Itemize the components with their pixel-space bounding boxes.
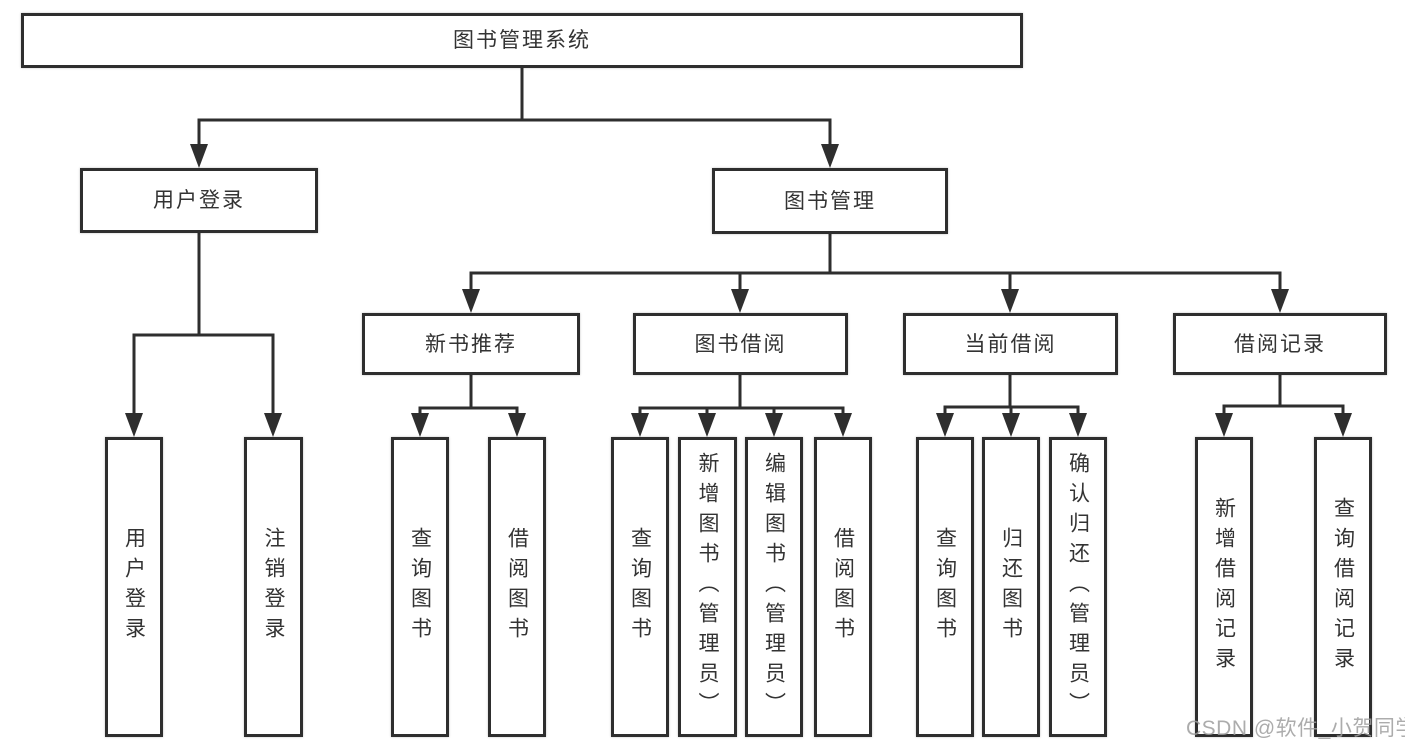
node-label: 编辑图书（管理员） — [762, 452, 786, 722]
node-leaf-borrow-books-2: 借阅图书 — [814, 437, 872, 737]
node-current-borrow: 当前借阅 — [903, 313, 1118, 375]
node-label: 用户登录 — [153, 189, 245, 212]
node-label: 借阅图书 — [505, 527, 529, 647]
node-user-login: 用户登录 — [80, 168, 318, 233]
node-leaf-return-books: 归还图书 — [982, 437, 1040, 737]
node-leaf-user-login: 用户登录 — [105, 437, 163, 737]
node-label: 新增图书（管理员） — [696, 452, 719, 722]
node-leaf-query-books-3: 查询图书 — [916, 437, 974, 737]
node-label: 查询图书 — [933, 527, 957, 647]
node-leaf-query-books-1: 查询图书 — [391, 437, 449, 737]
node-leaf-query-borrow-record: 查询借阅记录 — [1314, 437, 1372, 737]
node-leaf-add-books-admin: 新增图书（管理员） — [678, 437, 737, 737]
node-book-borrow: 图书借阅 — [633, 313, 848, 375]
node-leaf-confirm-return-admin: 确认归还（管理员） — [1049, 437, 1107, 737]
node-label: 归还图书 — [999, 527, 1023, 647]
node-book-management: 图书管理 — [712, 168, 948, 234]
node-label: 查询借阅记录 — [1331, 497, 1355, 677]
node-leaf-edit-books-admin: 编辑图书（管理员） — [745, 437, 803, 737]
node-label: 图书管理 — [784, 189, 876, 213]
node-label: 新书推荐 — [425, 332, 517, 356]
node-label: 用户登录 — [122, 527, 146, 647]
node-label: 当前借阅 — [964, 332, 1057, 356]
node-label: 图书借阅 — [694, 332, 787, 356]
node-label: 借阅记录 — [1234, 332, 1326, 356]
node-label: 确认归还（管理员） — [1066, 452, 1090, 722]
node-leaf-logout: 注销登录 — [244, 437, 303, 737]
node-leaf-borrow-books-1: 借阅图书 — [488, 437, 546, 737]
node-label: 新增借阅记录 — [1212, 497, 1236, 677]
node-label: 借阅图书 — [831, 527, 855, 647]
node-library-system: 图书管理系统 — [21, 13, 1023, 68]
node-label: 查询图书 — [628, 527, 652, 647]
watermark-text: CSDN @软件_小贺同学 — [1186, 717, 1405, 740]
node-new-book-recommend: 新书推荐 — [362, 313, 580, 375]
node-leaf-query-books-2: 查询图书 — [611, 437, 669, 737]
node-borrow-records: 借阅记录 — [1173, 313, 1387, 375]
node-leaf-add-borrow-record: 新增借阅记录 — [1195, 437, 1253, 737]
node-label: 图书管理系统 — [453, 29, 591, 52]
node-label: 查询图书 — [408, 527, 432, 647]
node-label: 注销登录 — [262, 527, 285, 647]
